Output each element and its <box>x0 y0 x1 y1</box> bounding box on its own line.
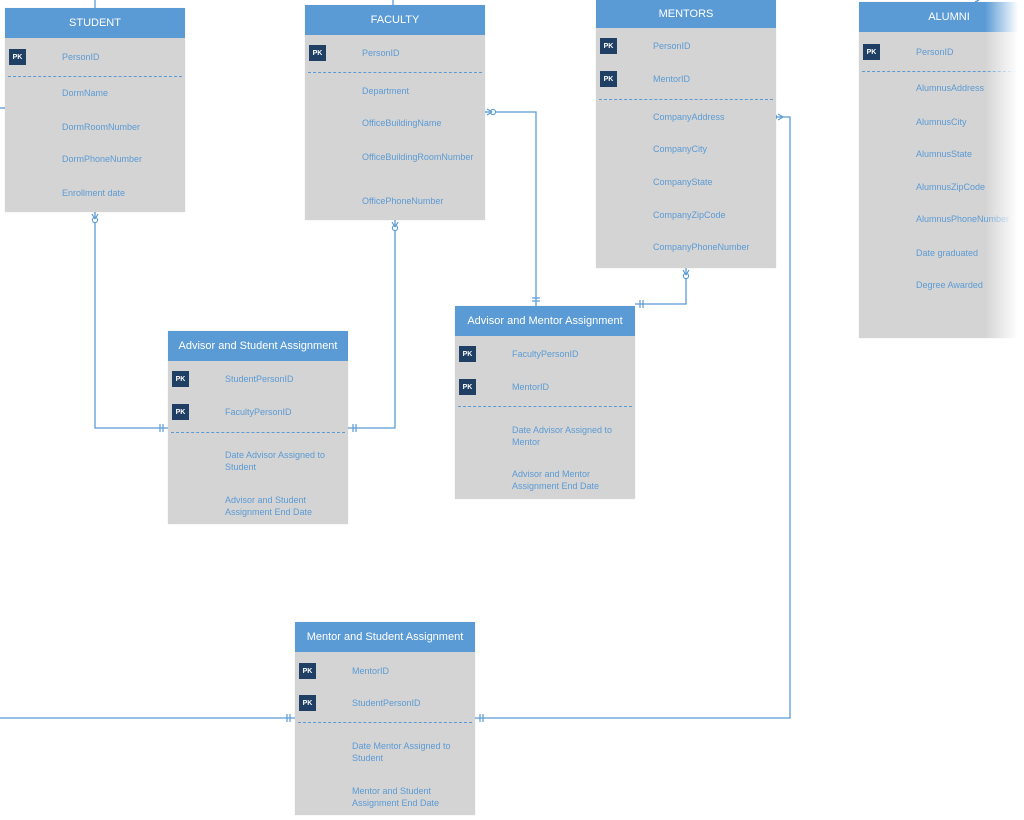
attribute-field: OfficeBuildingName <box>362 118 442 128</box>
pk-field: FacultyPersonID <box>225 407 292 417</box>
pk-badge: PK <box>863 44 880 60</box>
pk-field: PersonID <box>653 41 691 51</box>
pk-badge: PK <box>172 371 189 387</box>
key-divider <box>308 72 482 73</box>
pk-field: FacultyPersonID <box>512 349 579 359</box>
pk-field: PersonID <box>62 52 100 62</box>
attribute-field: AlumnusPhoneNumber <box>916 214 1010 224</box>
cardinality-mark <box>486 108 493 113</box>
attribute-field: AlumnusAddress <box>916 83 985 93</box>
mentors-advisor-line <box>635 268 687 305</box>
entity-title: STUDENT <box>5 8 185 38</box>
attribute-field: Advisor and Mentor Assignment End Date <box>512 469 600 491</box>
entity-mentors[interactable]: MENTORS PK PersonID PK MentorID CompanyAddres… <box>596 0 776 268</box>
key-divider <box>8 76 182 77</box>
attribute-field: Department <box>362 86 410 96</box>
entity-title: FACULTY <box>305 5 485 35</box>
optional-mark <box>489 108 497 116</box>
key-divider <box>458 406 632 407</box>
pk-field: PersonID <box>916 47 954 57</box>
pk-badge: PK <box>172 404 189 420</box>
pk-field: MentorID <box>352 666 390 676</box>
page-edge-shadow <box>985 0 1024 820</box>
cardinality-mark <box>682 269 687 276</box>
pk-field: MentorID <box>653 74 691 84</box>
attribute-field: Mentor and Student Assignment End Date <box>352 786 440 808</box>
attribute-field: Date Advisor Assigned to Mentor <box>512 425 613 447</box>
attribute-field: AlumnusCity <box>916 117 967 127</box>
pk-badge: PK <box>600 38 617 54</box>
attribute-field: Degree Awarded <box>916 280 983 290</box>
optional-mark <box>391 224 399 232</box>
student-advisor-line <box>94 212 168 429</box>
entity-title: Advisor and Mentor Assignment <box>455 306 635 336</box>
cardinality-mark <box>486 111 493 116</box>
attribute-field: Date Advisor Assigned to Student <box>225 450 326 472</box>
entity-title: Mentor and Student Assignment <box>295 622 475 652</box>
attribute-field: AlumnusState <box>916 149 973 159</box>
optional-mark <box>91 216 99 224</box>
cardinality-mark <box>685 269 690 276</box>
pk-badge: PK <box>459 379 476 395</box>
pk-badge: PK <box>459 346 476 362</box>
attribute-field: Advisor and Student Assignment End Date <box>225 495 313 517</box>
attribute-field: OfficeBuildingRoomNumber <box>362 152 474 162</box>
attribute-field: AlumnusZipCode <box>916 182 986 192</box>
attribute-field: DormPhoneNumber <box>62 154 143 164</box>
cardinality-mark <box>91 213 96 220</box>
key-divider <box>862 71 1024 72</box>
attribute-field: CompanyAddress <box>653 112 725 122</box>
cardinality-mark <box>777 116 784 121</box>
pk-badge: PK <box>299 695 316 711</box>
faculty-mentor-line <box>485 111 537 306</box>
pk-field: StudentPersonID <box>225 374 294 384</box>
attribute-field: Enrollment date <box>62 188 126 198</box>
attribute-field: Date Mentor Assigned to Student <box>352 741 451 763</box>
key-divider <box>171 432 345 433</box>
pk-field: StudentPersonID <box>352 698 421 708</box>
faculty-advisor-line <box>348 220 396 429</box>
attribute-field: DormName <box>62 88 109 98</box>
pk-badge: PK <box>600 71 617 87</box>
optional-mark <box>682 272 690 280</box>
cardinality-mark <box>94 213 99 220</box>
attribute-field: OfficePhoneNumber <box>362 196 444 206</box>
cardinality-mark <box>391 221 396 228</box>
pk-badge: PK <box>9 49 26 65</box>
cardinality-mark <box>394 221 399 228</box>
attribute-field: CompanyPhoneNumber <box>653 242 750 252</box>
entity-title: Advisor and Student Assignment <box>168 331 348 361</box>
pk-badge: PK <box>309 45 326 61</box>
entity-title: MENTORS <box>596 0 776 28</box>
pk-field: MentorID <box>512 382 550 392</box>
pk-badge: PK <box>299 663 316 679</box>
attribute-field: DormRoomNumber <box>62 122 141 132</box>
cardinality-mark <box>777 113 784 118</box>
attribute-field: Date graduated <box>916 248 979 258</box>
attribute-field: CompanyState <box>653 177 713 187</box>
attribute-field: CompanyCity <box>653 144 708 154</box>
pk-field: PersonID <box>362 48 400 58</box>
key-divider <box>599 99 773 100</box>
attribute-field: CompanyZipCode <box>653 210 726 220</box>
key-divider <box>298 722 472 723</box>
